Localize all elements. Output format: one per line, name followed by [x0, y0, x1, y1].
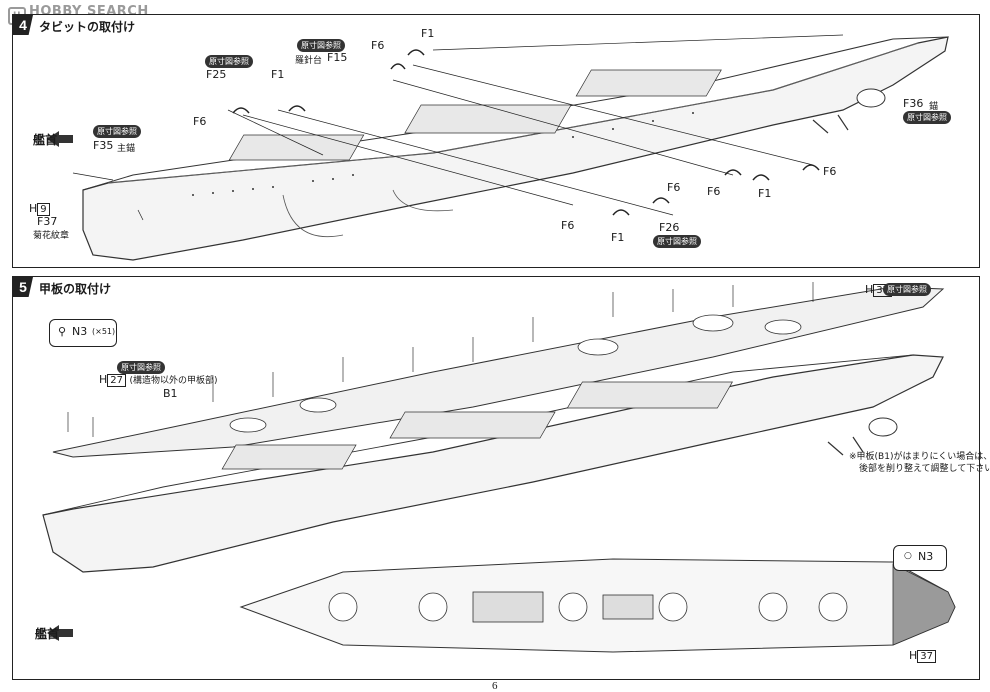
- label-H27-note: (構造物以外の甲板部): [129, 376, 218, 386]
- hull-drawing-step4: [47, 34, 949, 261]
- label-H27-prefix: H: [99, 373, 108, 386]
- label-H37b-num: 37: [917, 650, 937, 663]
- note-line-1: ※甲板(B1)がはまりにくい場合は、: [849, 452, 990, 462]
- label-F25: F25: [206, 68, 227, 81]
- part-N3-label: N3: [72, 325, 88, 338]
- label-B1: B1: [163, 387, 178, 400]
- reference-tag: 原寸図参照: [205, 55, 253, 68]
- step-4-panel: 4 タビットの取付け: [12, 14, 980, 268]
- label-F6-mid: F6: [667, 181, 681, 194]
- label-F36-note: 錨: [929, 102, 939, 112]
- bow-label: 艦首: [35, 627, 60, 641]
- label-H9-num: 9: [37, 203, 50, 216]
- label-F37-note: 菊花紋章: [33, 231, 70, 241]
- reference-tag: 原寸図参照: [903, 111, 951, 124]
- reference-tag: 原寸図参照: [883, 283, 931, 296]
- step-title: 甲板の取付け: [39, 282, 112, 296]
- note-line-2: 後部を削り整えて調整して下さい。: [859, 464, 990, 474]
- part-callout-N3: ○ N3: [893, 545, 947, 571]
- label-F6-left: F6: [193, 115, 207, 128]
- label-F1-bottom: F1: [611, 231, 625, 244]
- label-H27-num: 27: [107, 374, 127, 387]
- label-F6-bottom: F6: [561, 219, 575, 232]
- bow-arrow-icon: [47, 131, 73, 147]
- label-F26: F26: [659, 221, 680, 234]
- label-F36: F36: [903, 97, 924, 110]
- part-N3-qty: (×51): [92, 327, 116, 336]
- step-title: タビットの取付け: [39, 20, 136, 34]
- step-number: 4: [13, 15, 33, 35]
- ring-icon: ○: [904, 551, 912, 561]
- bow-label: 艦首: [33, 133, 58, 147]
- step-number: 5: [13, 277, 33, 297]
- callout-N3-label: N3: [918, 550, 934, 563]
- reference-tag: 原寸図参照: [117, 361, 165, 374]
- label-F35: F35: [93, 139, 114, 152]
- pin-icon: ⚲: [58, 325, 67, 338]
- label-H9-prefix: H: [29, 202, 38, 215]
- part-callout-N3-qty: ⚲ N3 (×51): [49, 319, 117, 347]
- bow-arrow-icon: [47, 625, 73, 641]
- label-F15: F15: [327, 51, 348, 64]
- hull-drawing-step5: [42, 282, 956, 653]
- label-F1-top: F1: [421, 27, 435, 40]
- reference-tag: 原寸図参照: [93, 125, 141, 138]
- step-5-panel: 5 甲板の取付け: [12, 276, 990, 680]
- label-F1-right: F1: [758, 187, 772, 200]
- reference-tag: 原寸図参照: [297, 39, 345, 52]
- label-H37b-prefix: H: [909, 649, 918, 662]
- label-F6-top: F6: [371, 39, 385, 52]
- label-H37-prefix: H: [865, 283, 874, 296]
- label-F6-right: F6: [823, 165, 837, 178]
- label-F35-note: 主錨: [117, 144, 136, 154]
- label-F37: F37: [37, 215, 58, 228]
- page-number: 6: [492, 680, 498, 692]
- reference-tag: 原寸図参照: [653, 235, 701, 248]
- label-F15-note: 羅針台: [295, 56, 323, 66]
- label-F1-left: F1: [271, 68, 285, 81]
- label-F6-mid2: F6: [707, 185, 721, 198]
